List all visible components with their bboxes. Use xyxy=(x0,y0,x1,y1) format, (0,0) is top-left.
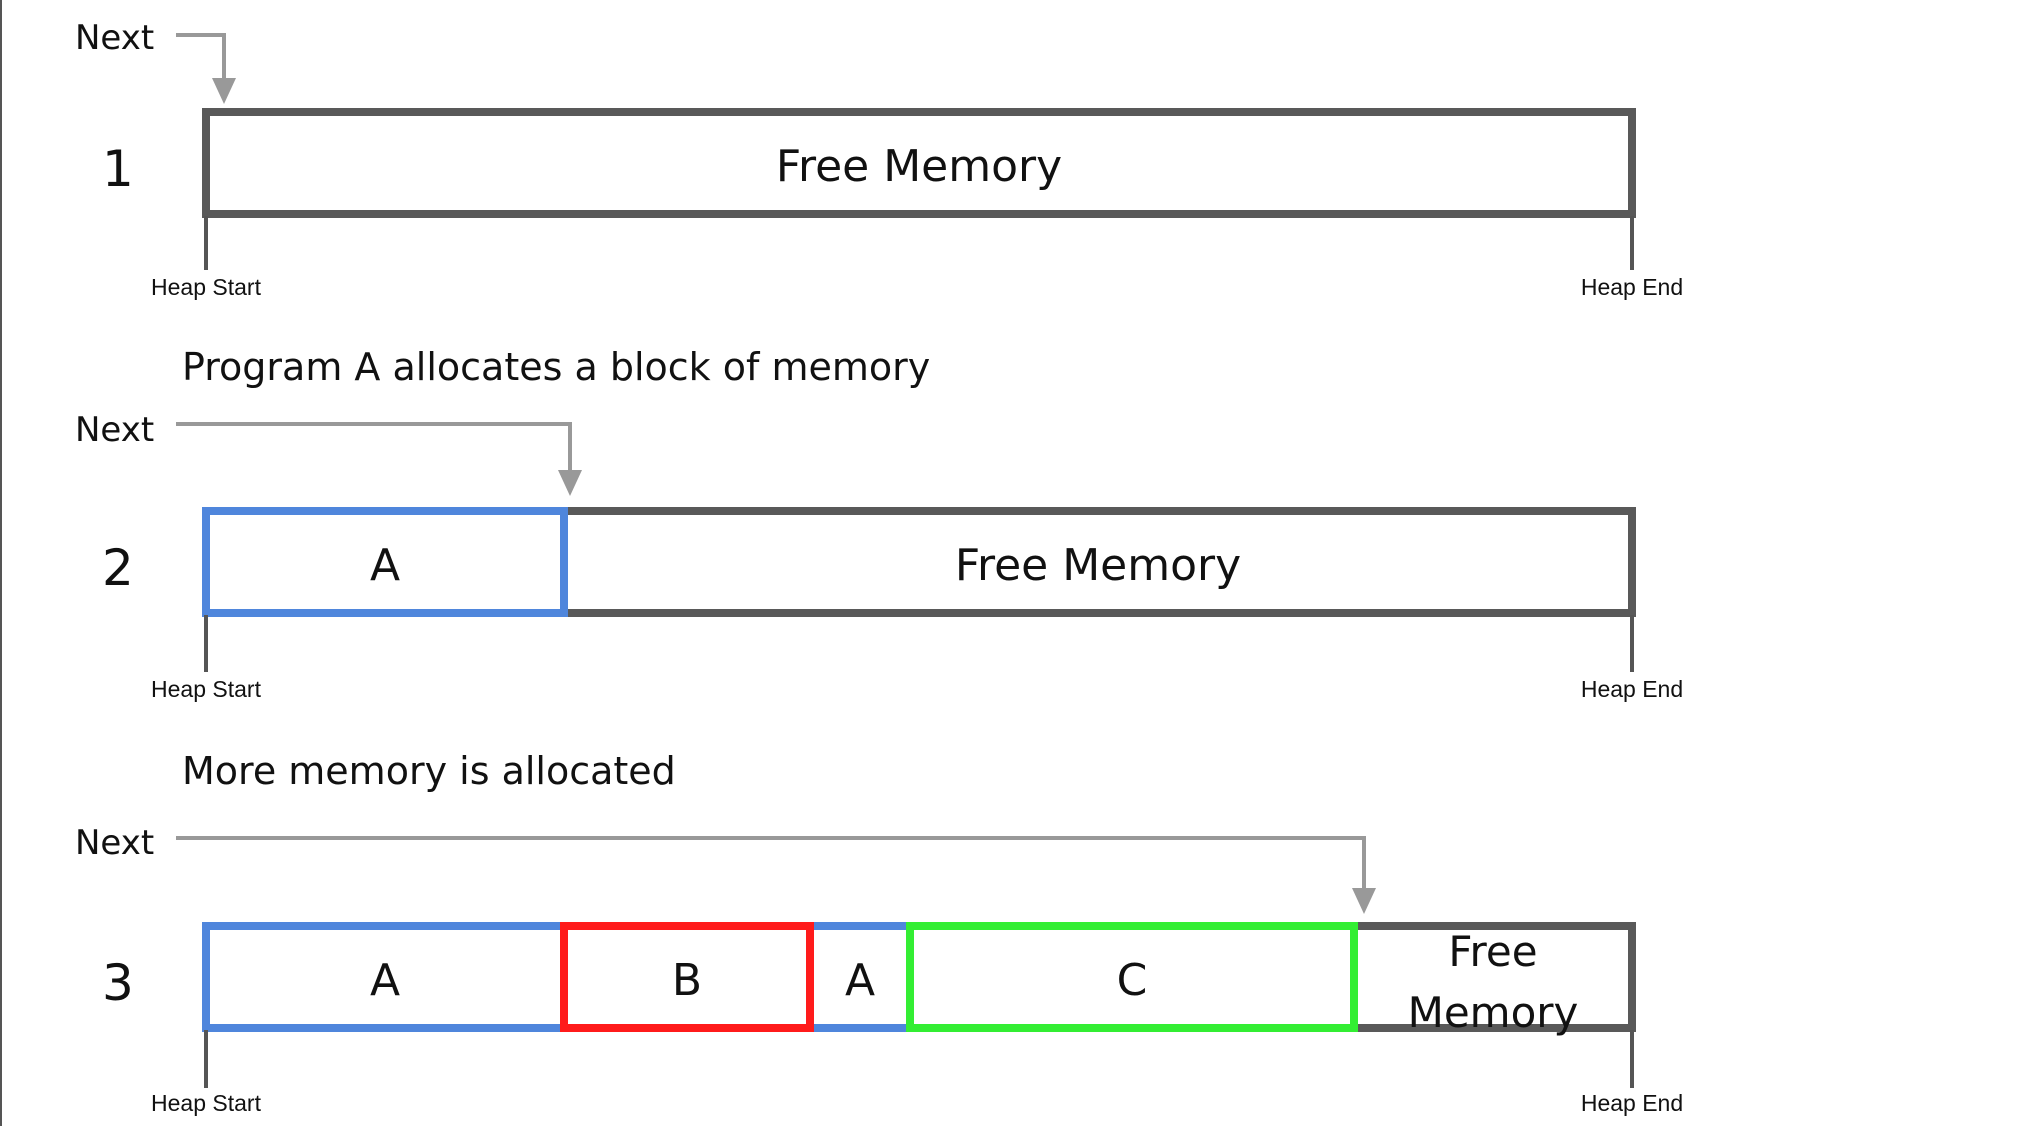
heap-end-label: Heap End xyxy=(1581,676,1683,702)
panel-2: Program A allocates a block of memory Ne… xyxy=(75,345,1683,702)
block-label-line-1: Free xyxy=(1448,927,1537,976)
free-memory-block xyxy=(202,108,1636,218)
next-pointer-label: Next xyxy=(75,410,154,450)
block-label: Free Memory xyxy=(776,141,1062,192)
block-label: B xyxy=(672,955,702,1006)
panel-number: 2 xyxy=(102,539,134,597)
block-label: A xyxy=(845,955,875,1006)
panel-number: 1 xyxy=(102,140,134,198)
block-label: C xyxy=(1117,955,1148,1006)
next-pointer-arrowhead xyxy=(212,78,236,104)
next-pointer-arrowhead xyxy=(1352,888,1376,914)
panel-1: Next 1 Free Memory Heap Start Heap End xyxy=(75,18,1683,300)
heap-start-label: Heap Start xyxy=(151,676,262,702)
allocated-block-c xyxy=(906,922,1358,1032)
next-pointer-label: Next xyxy=(75,18,154,58)
panel-caption: Program A allocates a block of memory xyxy=(182,345,930,389)
allocated-block-b xyxy=(560,922,814,1032)
panel-caption: More memory is allocated xyxy=(182,749,676,793)
heap-end-label: Heap End xyxy=(1581,1090,1683,1116)
next-pointer-label: Next xyxy=(75,823,154,863)
block-label-line-2: Memory xyxy=(1408,988,1579,1037)
heap-end-label: Heap End xyxy=(1581,274,1683,300)
block-label: A xyxy=(370,955,400,1006)
next-pointer-arrow xyxy=(176,422,572,476)
panel-3: More memory is allocated Next 3 A B A C … xyxy=(75,749,1683,1116)
panel-number: 3 xyxy=(102,954,134,1012)
heap-start-label: Heap Start xyxy=(151,274,262,300)
allocated-block-a xyxy=(202,507,568,617)
next-pointer-arrowhead xyxy=(558,470,582,496)
heap-start-label: Heap Start xyxy=(151,1090,262,1116)
next-pointer-arrow xyxy=(176,33,226,92)
block-label: A xyxy=(370,540,400,591)
next-pointer-arrow xyxy=(176,836,1366,894)
block-label: Free Memory xyxy=(955,540,1241,591)
